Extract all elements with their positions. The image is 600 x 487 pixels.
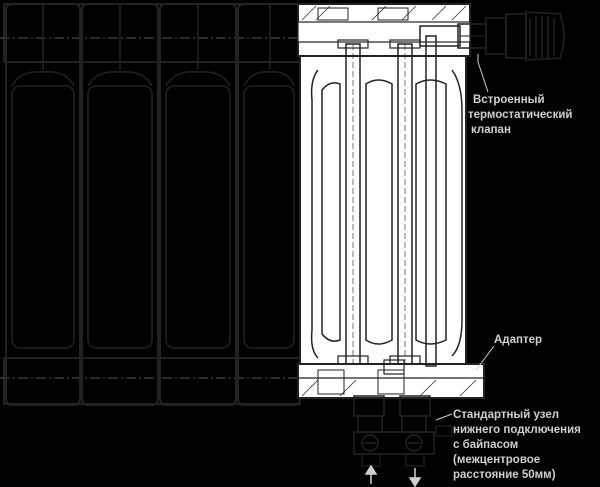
radiator-sections <box>0 3 301 406</box>
cutaway-sections <box>297 3 485 399</box>
label-bottom-unit: Стандартный узел нижнего подключения с б… <box>453 409 584 481</box>
radiator-section-2 <box>81 3 159 406</box>
leader-lines <box>435 54 495 421</box>
label-adapter: Адаптер <box>494 334 542 346</box>
radiator-section-1 <box>5 3 81 406</box>
radiator-section-4 <box>237 3 301 406</box>
label-thermo-valve: Встроенный термостатический клапан <box>468 94 576 136</box>
bottom-connection-unit <box>353 395 453 487</box>
radiator-section-3 <box>159 3 237 406</box>
thermostatic-valve <box>419 11 565 61</box>
